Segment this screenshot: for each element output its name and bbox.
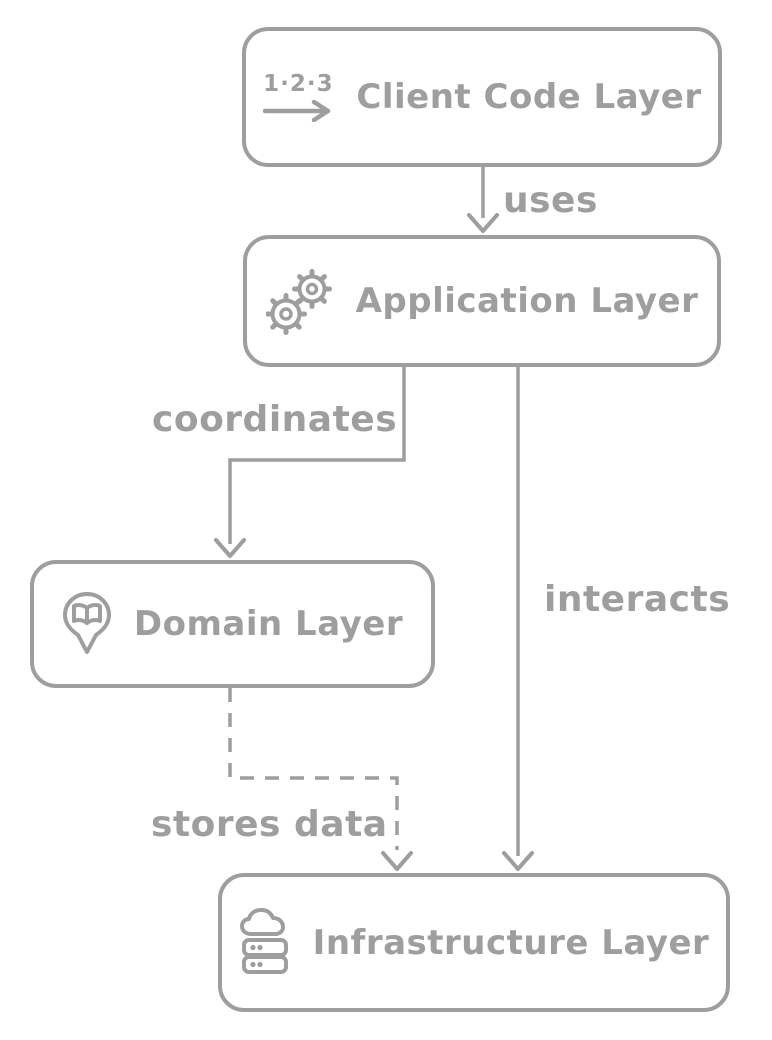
node-infrastructure-layer: Infrastructure Layer bbox=[218, 873, 730, 1012]
node-application-layer: Application Layer bbox=[243, 235, 721, 367]
cloud-server-icon bbox=[239, 907, 291, 978]
edge-label-coordinates: coordinates bbox=[152, 399, 398, 440]
node-label: Application Layer bbox=[355, 281, 699, 321]
edge-label-uses: uses bbox=[503, 180, 598, 221]
gears-icon bbox=[265, 267, 334, 335]
node-label: Client Code Layer bbox=[356, 77, 702, 117]
edge-application-infrastructure bbox=[502, 367, 534, 871]
edge-label-stores-data: stores data bbox=[151, 804, 388, 845]
node-client-code-layer: 1·2·3 Client Code Layer bbox=[242, 27, 722, 167]
node-label: Infrastructure Layer bbox=[312, 922, 710, 963]
steps-arrow-icon: 1·2·3 bbox=[262, 70, 334, 122]
edge-label-interacts: interacts bbox=[544, 579, 731, 620]
edge-domain-infrastructure bbox=[228, 688, 413, 871]
steps-arrow-icon-text: 1·2·3 bbox=[263, 70, 334, 97]
node-domain-layer: Domain Layer bbox=[30, 560, 435, 688]
edge-client-application bbox=[467, 167, 499, 233]
book-pin-icon bbox=[62, 591, 112, 657]
edge-application-domain bbox=[214, 367, 406, 558]
node-label: Domain Layer bbox=[133, 604, 404, 644]
